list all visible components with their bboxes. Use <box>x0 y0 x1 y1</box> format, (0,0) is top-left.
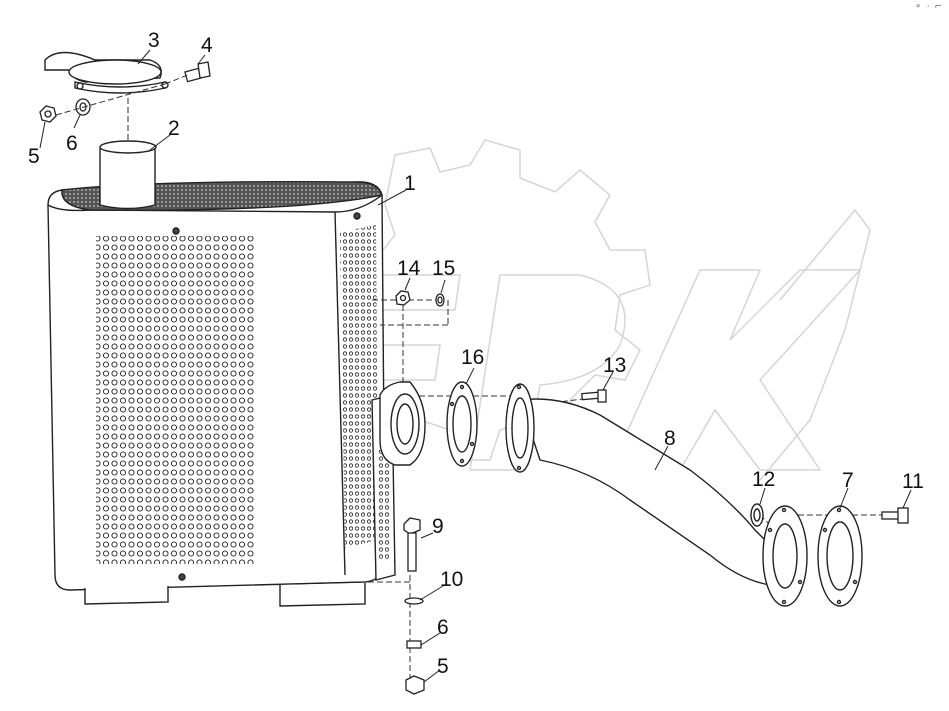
housing-flange <box>379 381 426 466</box>
callout-5b: 5 <box>437 655 449 678</box>
callout-5a: 5 <box>28 145 40 168</box>
callout-13: 13 <box>603 354 626 377</box>
callout-6b: 6 <box>437 616 449 639</box>
muffler-housing <box>47 180 396 607</box>
callout-7: 7 <box>842 469 854 492</box>
callout-16: 16 <box>461 346 484 369</box>
callout-3: 3 <box>148 29 160 52</box>
callout-15: 15 <box>432 257 455 280</box>
exhaust-pipe-8 <box>505 383 786 586</box>
callout-12: 12 <box>752 468 775 491</box>
callout-1: 1 <box>404 172 416 195</box>
bolt-13 <box>581 389 607 403</box>
callout-14: 14 <box>397 257 421 280</box>
callouts: 1 2 3 4 5 6 7 8 9 10 11 12 13 14 15 16 6… <box>28 29 924 678</box>
callout-6a: 6 <box>66 132 78 155</box>
nut-5-top <box>39 105 57 123</box>
pipe-outlet-flange <box>762 505 808 607</box>
leader-lines <box>39 49 912 683</box>
bolt-4 <box>184 61 211 83</box>
rain-cap <box>44 51 169 94</box>
gasket-16 <box>446 381 478 467</box>
bolt-9 <box>403 517 421 572</box>
bolt-11 <box>881 507 909 524</box>
washer-6-bottom <box>406 640 422 649</box>
outlet-pipe <box>99 140 157 210</box>
corner-mark: ⚬ · ⌐ <box>914 2 943 12</box>
callout-9: 9 <box>432 515 444 538</box>
gasket-7 <box>817 505 863 607</box>
clamp-12 <box>750 503 764 527</box>
washer-10 <box>404 597 424 605</box>
callout-10: 10 <box>440 568 463 591</box>
callout-8: 8 <box>664 427 676 450</box>
washer-15 <box>435 293 445 307</box>
nut-5-bottom <box>405 675 425 695</box>
callout-11: 11 <box>902 470 924 493</box>
nut-14 <box>395 290 411 306</box>
callout-4: 4 <box>201 34 213 57</box>
callout-2: 2 <box>168 117 180 140</box>
